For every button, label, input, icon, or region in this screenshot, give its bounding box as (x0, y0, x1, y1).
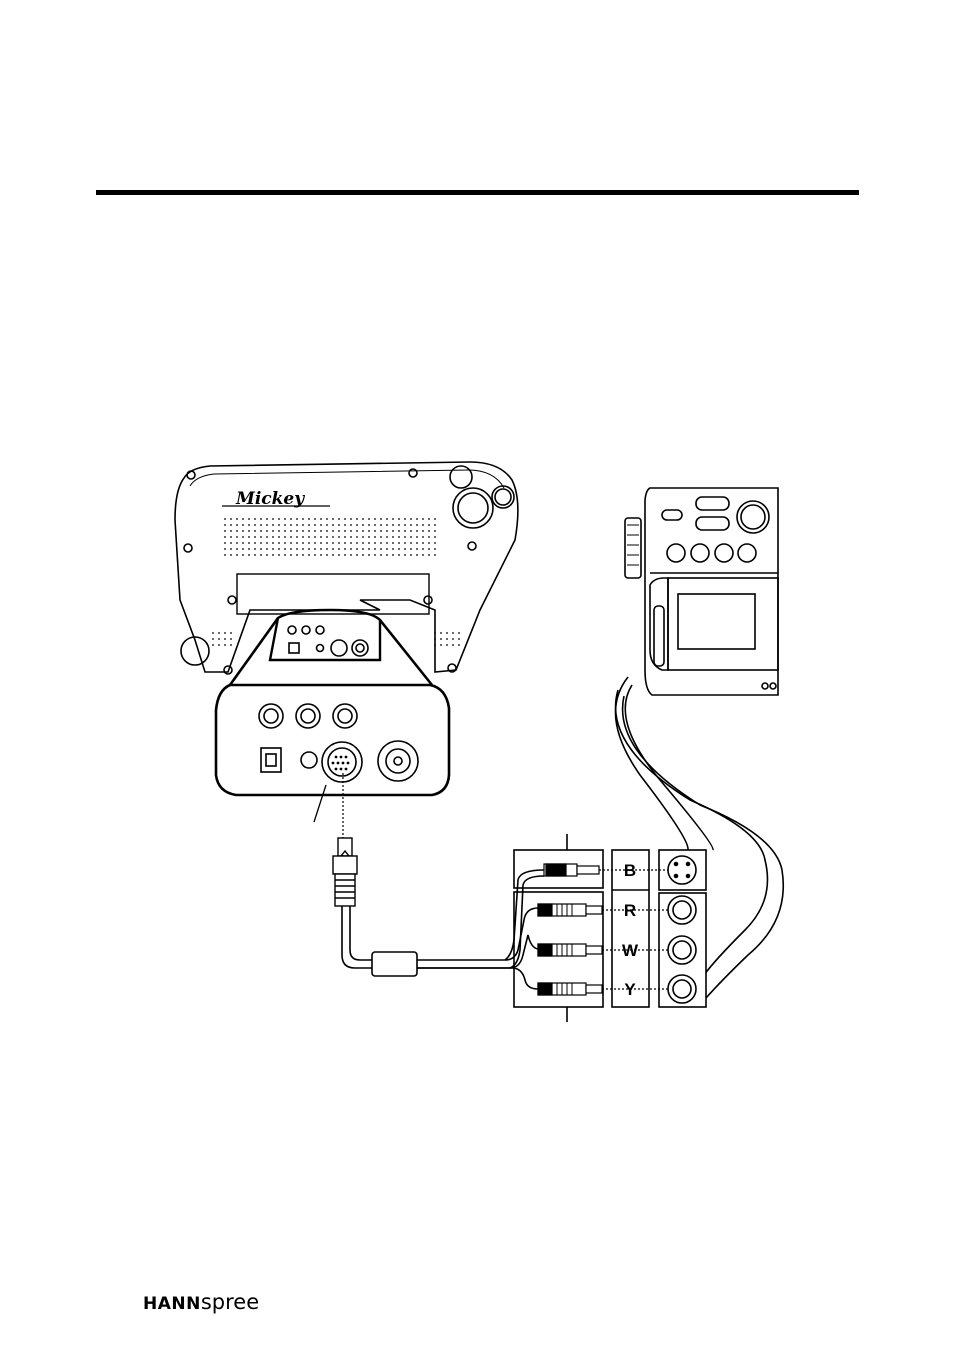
connector-label-b: B (624, 861, 636, 880)
camcorder-jack-panel (659, 850, 706, 1007)
camcorder (625, 488, 778, 695)
hannspree-logo: HANNspree (143, 1290, 259, 1314)
av-plug (333, 838, 357, 906)
tv-brand-script: Mickey (235, 489, 305, 509)
tv-rear-view: Mickey (175, 462, 518, 795)
speaker-grille (224, 515, 439, 556)
